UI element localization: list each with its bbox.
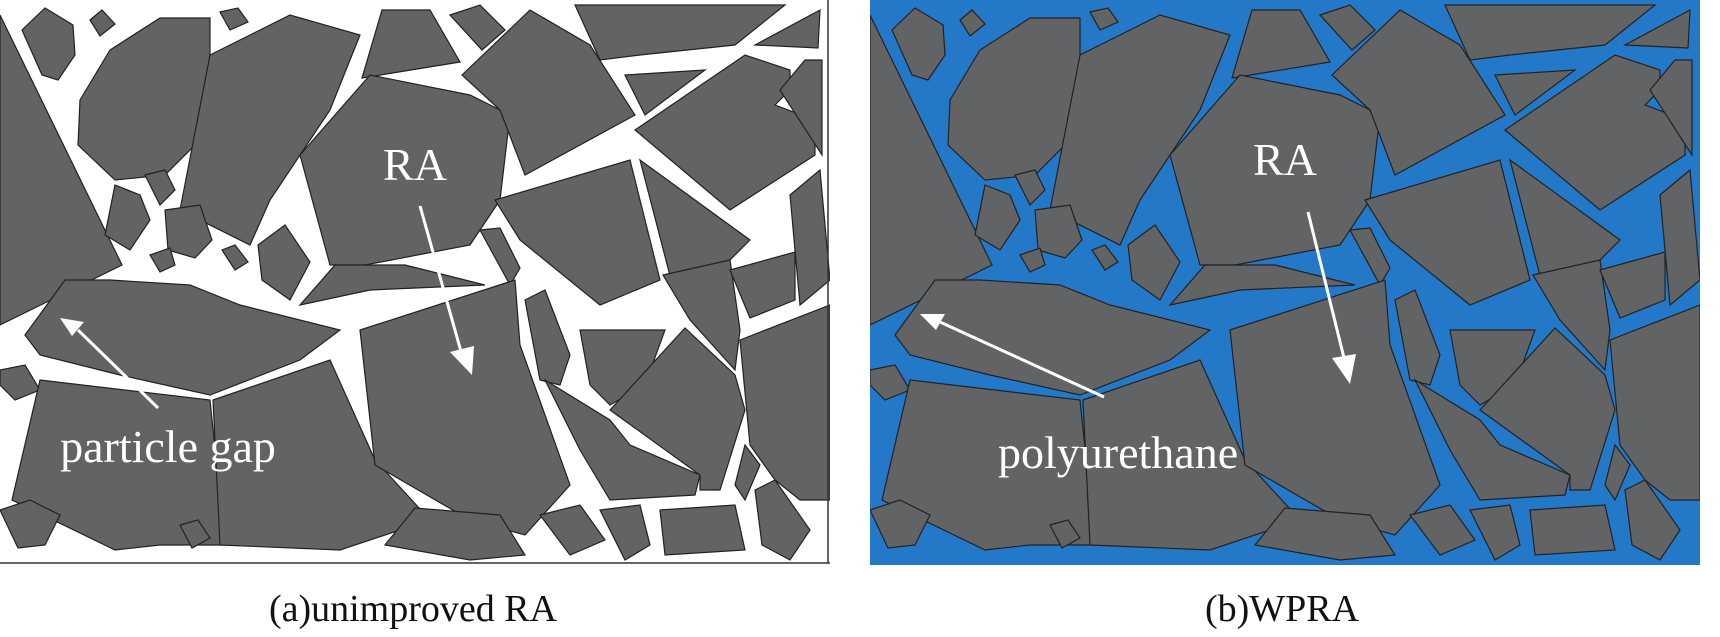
ra-particles: [0, 4, 830, 561]
aggregate-diagram-unimproved: RA particle gap: [0, 0, 830, 565]
polyurethane-label: polyurethane: [998, 427, 1238, 478]
panel-wpra: RA polyurethane: [870, 0, 1700, 565]
ra-particles: [870, 4, 1700, 561]
aggregate-diagram-wpra: RA polyurethane: [870, 0, 1700, 565]
caption-wpra: (b)WPRA: [1204, 588, 1360, 630]
panel-unimproved-ra: RA particle gap: [0, 0, 830, 565]
particle-gap-label: particle gap: [60, 421, 276, 472]
polyurethane-arrow: [920, 314, 1105, 399]
ra-arrow: [1306, 211, 1356, 384]
ra-arrow: [418, 205, 474, 375]
caption-unimproved-ra: (a)unimproved RA: [268, 588, 558, 630]
gap-arrow: [60, 318, 160, 410]
ra-label: RA: [383, 139, 447, 190]
ra-label: RA: [1253, 134, 1317, 185]
